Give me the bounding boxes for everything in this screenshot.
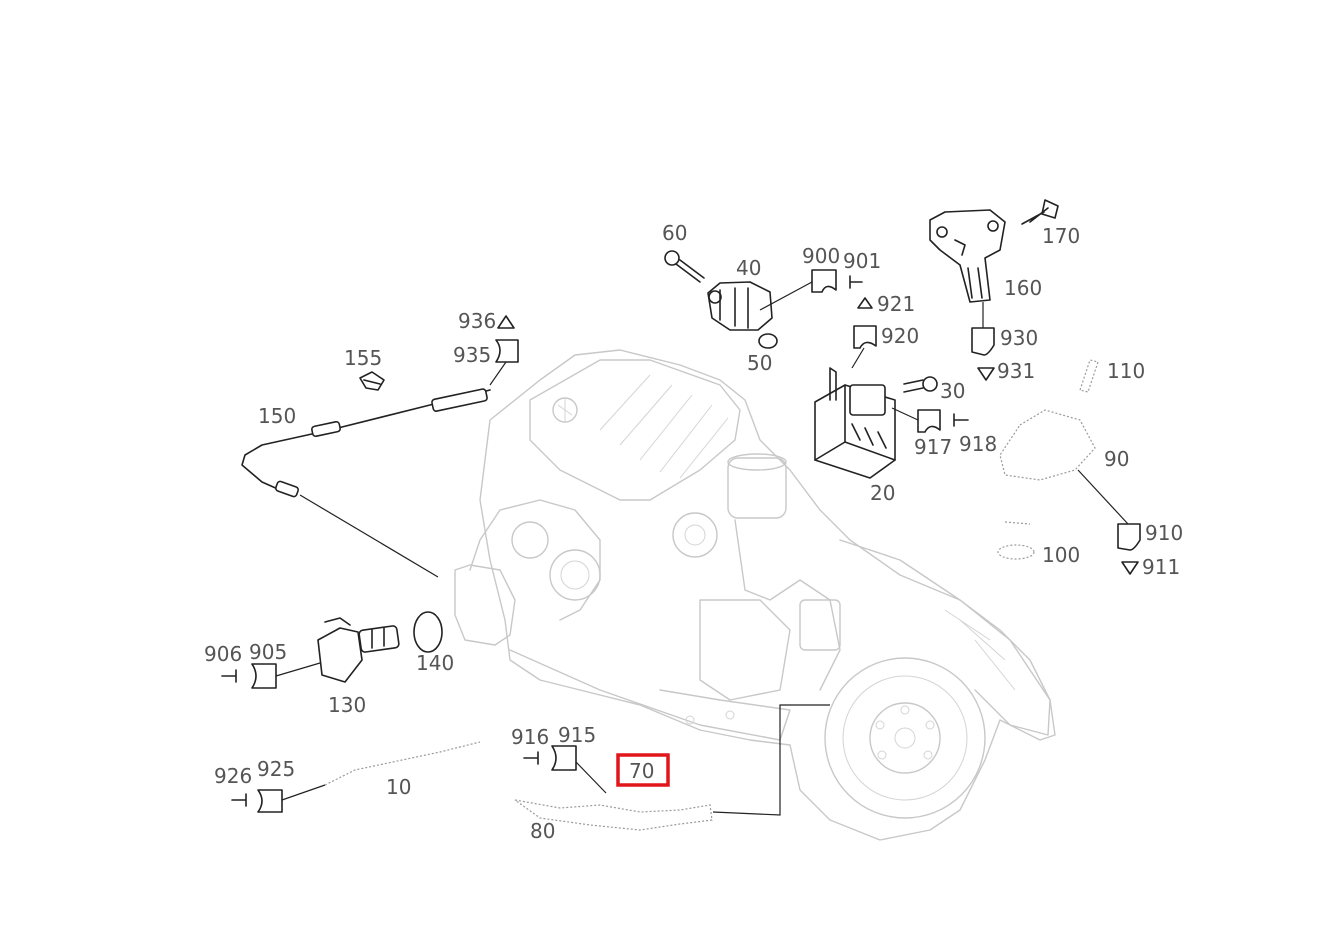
part-label-20[interactable]: 20 bbox=[870, 481, 895, 505]
part-label-905[interactable]: 905 bbox=[249, 640, 287, 664]
part-60-illustration bbox=[664, 250, 705, 283]
part-155-illustration bbox=[359, 371, 385, 391]
part-label-30[interactable]: 30 bbox=[940, 379, 965, 403]
part-label-917[interactable]: 917 bbox=[914, 435, 952, 459]
part-10-illustration bbox=[324, 741, 481, 786]
part-label-10[interactable]: 10 bbox=[386, 775, 411, 799]
part-label-921[interactable]: 921 bbox=[877, 292, 915, 316]
part-label-901[interactable]: 901 bbox=[843, 249, 881, 273]
part-label-70[interactable]: 70 bbox=[629, 759, 654, 783]
part-label-910[interactable]: 910 bbox=[1145, 521, 1183, 545]
part-label-906[interactable]: 906 bbox=[204, 642, 242, 666]
part-130-illustration bbox=[317, 617, 400, 683]
part-150-illustration bbox=[241, 388, 491, 498]
part-label-926[interactable]: 926 bbox=[214, 764, 252, 788]
part-label-911[interactable]: 911 bbox=[1142, 555, 1180, 579]
part-label-916[interactable]: 916 bbox=[511, 725, 549, 749]
part-label-920[interactable]: 920 bbox=[881, 324, 919, 348]
part-label-130[interactable]: 130 bbox=[328, 693, 366, 717]
part-40-illustration bbox=[707, 281, 773, 331]
part-label-60[interactable]: 60 bbox=[662, 221, 687, 245]
part-label-40[interactable]: 40 bbox=[736, 256, 761, 280]
part-30-illustration bbox=[903, 376, 938, 393]
part-label-930[interactable]: 930 bbox=[1000, 326, 1038, 350]
part-160-illustration bbox=[929, 209, 1006, 303]
part-labels: 10 20 30 40 50 60 70 80 90 100 110 130 1… bbox=[204, 221, 1183, 843]
engine-ghost-illustration bbox=[454, 349, 1056, 841]
leader-lines bbox=[275, 281, 1129, 816]
part-label-160[interactable]: 160 bbox=[1004, 276, 1042, 300]
part-label-915[interactable]: 915 bbox=[558, 723, 596, 747]
part-110-illustration bbox=[1079, 359, 1099, 393]
part-90-illustration bbox=[999, 409, 1096, 481]
part-label-170[interactable]: 170 bbox=[1042, 224, 1080, 248]
part-label-100[interactable]: 100 bbox=[1042, 543, 1080, 567]
part-label-50[interactable]: 50 bbox=[747, 351, 772, 375]
part-20-illustration bbox=[814, 367, 896, 479]
part-100-illustration bbox=[997, 544, 1035, 560]
part-label-80[interactable]: 80 bbox=[530, 819, 555, 843]
part-50-illustration bbox=[758, 333, 778, 349]
part-label-931[interactable]: 931 bbox=[997, 359, 1035, 383]
selected-part-highlight bbox=[616, 753, 670, 787]
part-label-150[interactable]: 150 bbox=[258, 404, 296, 428]
part-140-illustration bbox=[413, 611, 443, 653]
part-170-illustration bbox=[1021, 199, 1059, 225]
part-label-140[interactable]: 140 bbox=[416, 651, 454, 675]
part-label-918[interactable]: 918 bbox=[959, 432, 997, 456]
part-label-110[interactable]: 110 bbox=[1107, 359, 1145, 383]
part-label-155[interactable]: 155 bbox=[344, 346, 382, 370]
part-label-936[interactable]: 936 bbox=[458, 309, 496, 333]
connector-symbols bbox=[221, 269, 1141, 813]
part-label-90[interactable]: 90 bbox=[1104, 447, 1129, 471]
part-label-900[interactable]: 900 bbox=[802, 244, 840, 268]
part-label-925[interactable]: 925 bbox=[257, 757, 295, 781]
part-80-illustration bbox=[514, 799, 713, 831]
part-label-935[interactable]: 935 bbox=[453, 343, 491, 367]
